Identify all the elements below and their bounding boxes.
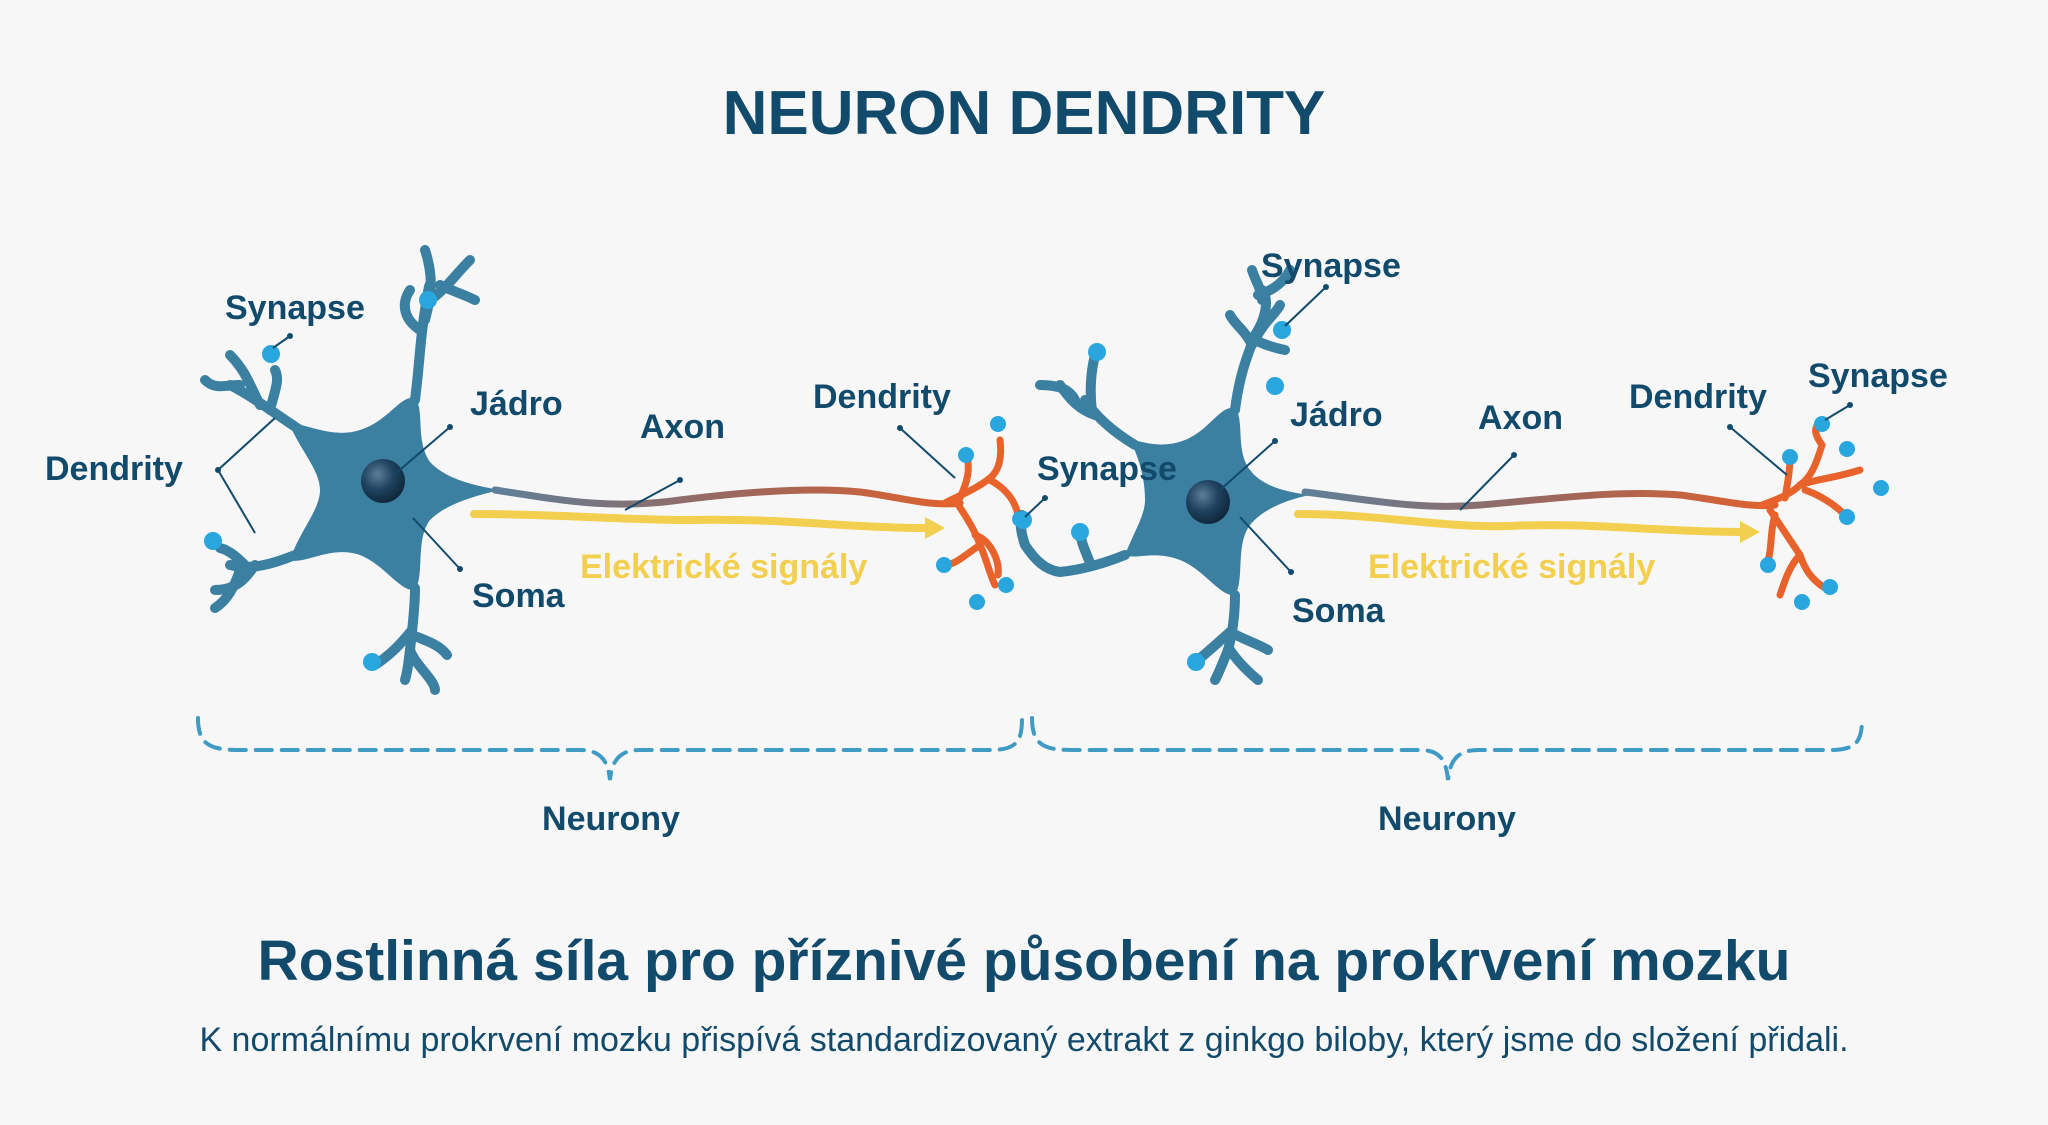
neuron-2-nucleus	[1186, 480, 1230, 524]
neuron-1-axon	[491, 486, 964, 508]
neuron-2: Synapse Synapse Jádro Soma Axon Elektric…	[1014, 247, 1948, 685]
neuron-2-terminal-dendrity-label: Dendrity	[1629, 378, 1767, 416]
neuron-group-braces	[196, 716, 1864, 781]
neuron-1-leader-dots	[215, 333, 903, 572]
neuron-2-synapse-label: Synapse	[1261, 247, 1401, 285]
neuron-1-signal-arrow	[470, 510, 929, 532]
neuron-2-terminal-synapse-label: Synapse	[1808, 357, 1948, 395]
neuron-2-axon	[1301, 488, 1779, 510]
description: K normálnímu prokrvení mozku přispívá st…	[199, 1021, 1848, 1059]
neuron-1-soma-label: Soma	[472, 577, 566, 615]
neuron-2-soma-label: Soma	[1292, 592, 1386, 630]
neuron-1-axon-terminal	[941, 436, 1022, 589]
neuron-1: Synapse Dendrity Jádro Soma Axon Elektri…	[45, 245, 1028, 695]
neuron-2-terminal-dots	[1760, 416, 1889, 610]
neuron-1-jadro-label: Jádro	[470, 385, 563, 423]
neuron-2-signals-label: Elektrické signály	[1368, 548, 1655, 586]
brace-1	[196, 716, 1024, 781]
neuron-2-synapse-left-label: Synapse	[1037, 450, 1177, 488]
headline: Rostlinná síla pro příznivé působení na …	[258, 929, 1791, 993]
neuron-2-dendrites	[1015, 265, 1295, 685]
neuron-1-nucleus	[361, 459, 405, 503]
neuron-2-synapse-dots	[1014, 321, 1291, 671]
neuron-1-terminal-dendrity-label: Dendrity	[813, 378, 951, 416]
brace-2	[1030, 716, 1864, 781]
neuron-2-axon-terminal	[1758, 416, 1864, 599]
page-title: NEURON DENDRITY	[723, 79, 1326, 148]
neuron-1-synapse-label: Synapse	[225, 289, 365, 327]
neuron-1-synapse-dots	[204, 291, 437, 671]
neuron-1-axon-label: Axon	[640, 408, 725, 446]
group-label-2: Neurony	[1378, 800, 1516, 838]
neuron-1-dendrites	[200, 245, 480, 695]
neuron-2-axon-label: Axon	[1478, 399, 1563, 437]
neuron-1-signals-label: Elektrické signály	[580, 548, 867, 586]
group-label-1: Neurony	[542, 800, 680, 838]
neuron-2-leader-dots	[1042, 284, 1853, 575]
neuron-2-jadro-label: Jádro	[1290, 396, 1383, 434]
neuron-2-signal-arrow	[1294, 510, 1744, 536]
neuron-1-leader-lines	[217, 335, 956, 570]
neuron-2-leader-lines	[1024, 286, 1851, 573]
neuron-1-dendrity-label: Dendrity	[45, 450, 183, 488]
